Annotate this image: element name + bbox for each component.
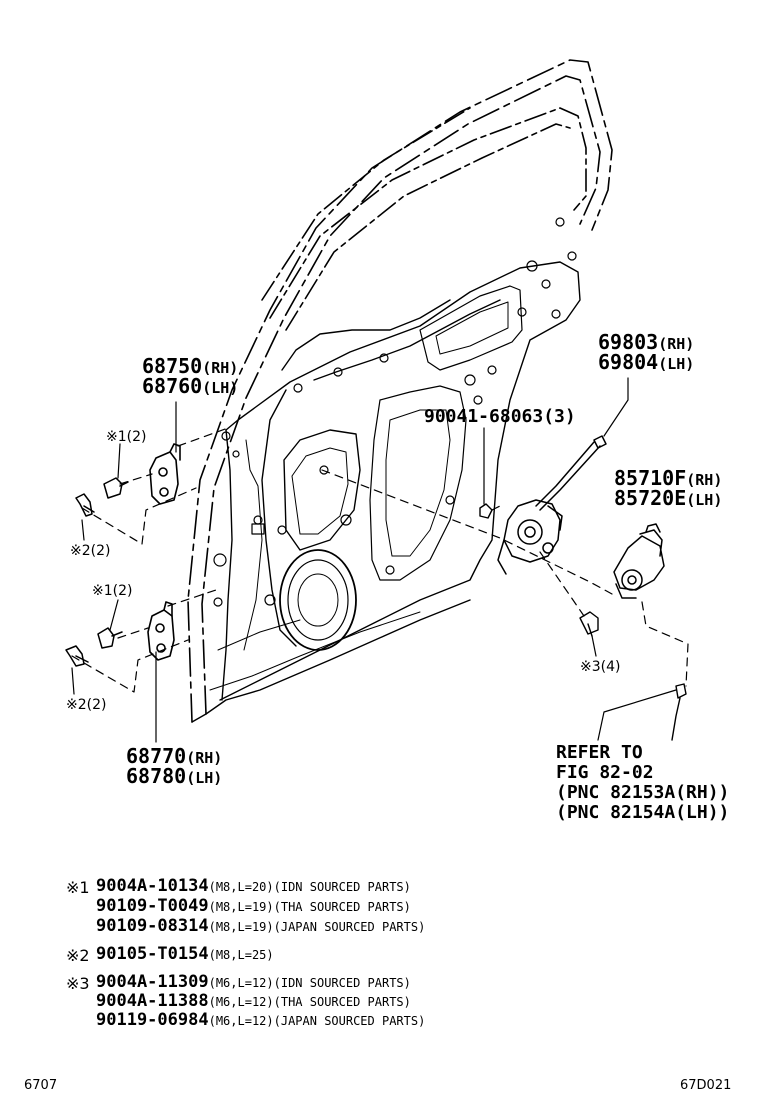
note-spec: (M8,L=19)(JAPAN SOURCED PARTS) [208, 920, 426, 934]
side-suffix: (RH) [202, 359, 239, 377]
part-number: 68780 [126, 764, 187, 788]
note-row: 90109-T0049(M8,L=19)(THA SOURCED PARTS) [96, 898, 411, 915]
part-number: 69803 [598, 330, 659, 354]
part-number: 68750 [142, 354, 203, 378]
note-row: 90109-08314(M8,L=19)(JAPAN SOURCED PARTS… [96, 918, 425, 935]
refer-line-2: FIG 82-02 [556, 762, 654, 783]
leader-lines [71, 377, 677, 743]
side-suffix: (LH) [186, 769, 223, 787]
door-frame [187, 59, 613, 723]
note-spec: (M8,L=19)(THA SOURCED PARTS) [208, 900, 411, 914]
note-row: 9004A-11309(M6,L=12)(IDN SOURCED PARTS) [96, 974, 411, 991]
part-number: 68770 [126, 744, 187, 768]
note-mark-3: ※3 [66, 974, 90, 993]
note-spec: (M6,L=12)(THA SOURCED PARTS) [208, 995, 411, 1009]
motor-rh-label: 85710F(RH) [614, 468, 722, 488]
side-suffix: (LH) [686, 491, 723, 509]
alignment-lines [71, 427, 689, 693]
panel-holes [213, 217, 577, 607]
note-row: 9004A-11388(M6,L=12)(THA SOURCED PARTS) [96, 993, 411, 1010]
regulator-bolt-label: 90041-68063(3) [424, 406, 576, 427]
motor-lh-label: 85720E(LH) [614, 488, 722, 508]
part-number: 85720E [614, 486, 687, 510]
note-row: 90105-T0154(M8,L=25) [96, 946, 274, 963]
note-mark-1: ※1 [66, 878, 90, 897]
note-part-number: 9004A-10134 [96, 876, 209, 896]
hinge-upper-lh-label: 68760(LH) [142, 376, 238, 396]
note-part-number: 90119-06984 [96, 1010, 209, 1030]
hinge-fasteners [65, 477, 129, 667]
upper-bolt-mark: ※1(2) [106, 429, 147, 445]
note-part-number: 90105-T0154 [96, 944, 209, 964]
regulator-lh-label: 69804(LH) [598, 352, 694, 372]
figure-code-left: 6707 [24, 1078, 58, 1093]
hinge-lower-rh-label: 68770(RH) [126, 746, 222, 766]
hinge-lower-lh-label: 68780(LH) [126, 766, 222, 786]
window-regulator [497, 435, 607, 575]
part-number: 68760 [142, 374, 203, 398]
side-suffix: (LH) [658, 355, 695, 373]
note-mark-2: ※2 [66, 946, 90, 965]
note-spec: (M8,L=20)(IDN SOURCED PARTS) [208, 880, 411, 894]
note-part-number: 90109-08314 [96, 916, 209, 936]
upper-nut-mark: ※2(2) [70, 543, 111, 559]
note-spec: (M6,L=12)(IDN SOURCED PARTS) [208, 976, 411, 990]
lower-nut-mark: ※2(2) [66, 697, 107, 713]
part-number: 69804 [598, 350, 659, 374]
note-spec: (M6,L=12)(JAPAN SOURCED PARTS) [208, 1014, 426, 1028]
regulator-motor [613, 523, 665, 599]
note-part-number: 9004A-11309 [96, 972, 209, 992]
side-suffix: (LH) [202, 379, 239, 397]
figure-code-right: 67D021 [680, 1078, 732, 1093]
door-inner-panel [191, 261, 581, 723]
note-spec: (M8,L=25) [208, 948, 274, 962]
side-suffix: (RH) [186, 749, 223, 767]
side-suffix: (RH) [686, 471, 723, 489]
note-part-number: 90109-T0049 [96, 896, 209, 916]
regulator-bolts [479, 503, 599, 637]
upper-hinge [149, 443, 181, 505]
hinge-upper-rh-label: 68750(RH) [142, 356, 238, 376]
regulator-rh-label: 69803(RH) [598, 332, 694, 352]
note-row: 90119-06984(M6,L=12)(JAPAN SOURCED PARTS… [96, 1012, 425, 1029]
part-number: 85710F [614, 466, 687, 490]
refer-line-4: (PNC 82154A(LH)) [556, 802, 730, 823]
refer-line-1: REFER TO [556, 742, 643, 763]
lower-bolt-mark: ※1(2) [92, 583, 133, 599]
connector-cable [671, 683, 687, 741]
side-suffix: (RH) [658, 335, 695, 353]
refer-line-3: (PNC 82153A(RH)) [556, 782, 730, 803]
motor-bolt-mark: ※3(4) [580, 659, 621, 675]
note-row: 9004A-10134(M8,L=20)(IDN SOURCED PARTS) [96, 878, 411, 895]
note-part-number: 9004A-11388 [96, 991, 209, 1011]
